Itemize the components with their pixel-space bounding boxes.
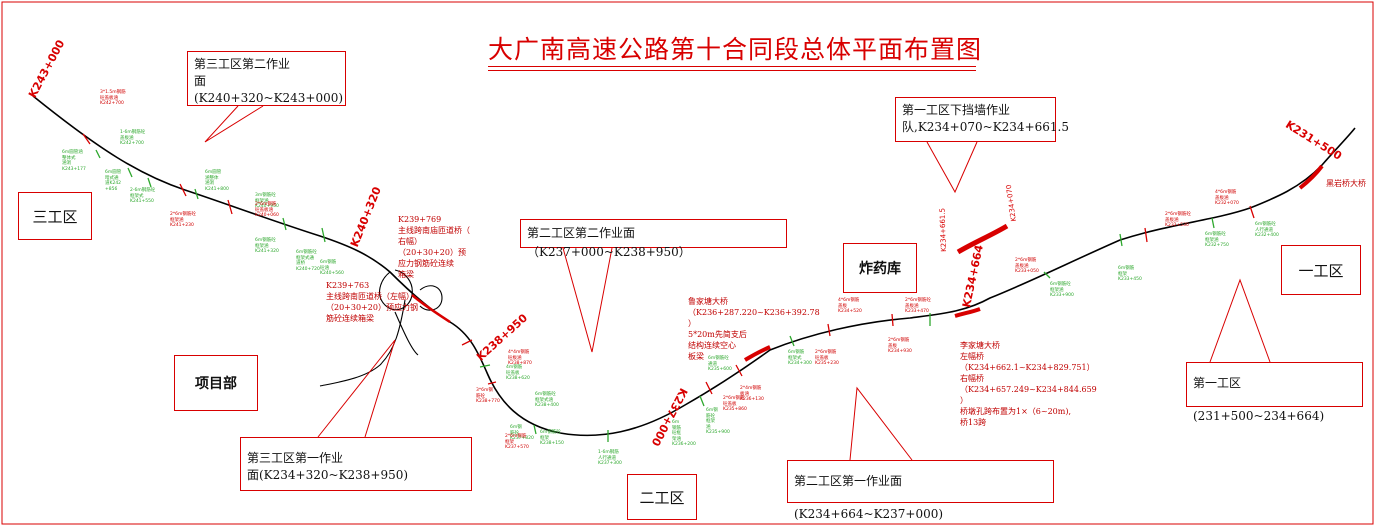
annotation-bridge-heiyan: 黑岩桥大桥 (1326, 179, 1366, 188)
callout-zone2-face1: 第二工区第一作业面(K234+664~K237+000) (787, 460, 1054, 521)
zone1-box: 一工区 (1281, 245, 1361, 295)
annotation-bridge-k239-763: K239+763 主线跨南匝道桥（左幅） （20+30+20）预应力钢 筋砼连续… (326, 281, 418, 323)
annotation-bridge-lijia: 李家塘大桥 左幅桥 （K234+662.1~K234+829.751） 右幅桥 … (960, 341, 1097, 427)
bridge-k239-segment (411, 294, 451, 324)
structure-label: 2*6m钢筋 盖板 K234+930 (888, 338, 912, 354)
ramp-loop (379, 269, 413, 311)
structure-label: 6m钢 筋砼 框架 涵 K235+900 (706, 408, 730, 435)
structure-label: 6m圆管涵 整体式 涵洞 K243+177 (62, 150, 86, 172)
structure-label: 6m钢筋砼 框架式通 道桥 K240+720 (296, 250, 320, 272)
structure-label: 2*4m钢筋 板涵 K236+130 (740, 386, 764, 402)
structure-label: 6m钢筋砼 框架涵 K232+750 (1205, 232, 1229, 248)
annotation-bridge-lujia: 鲁家塘大桥 （K236+287.220~K236+392.78 ） 5*20m先… (688, 297, 820, 361)
pointer-zone1-wall (926, 141, 978, 194)
callout-zone3-face2: 第三工区第二作业 面(K240+320~K243+000) (187, 51, 346, 106)
structure-label: 6m钢筋 框架式 K234+300 (788, 350, 812, 366)
bridge-heiyan-segment (1298, 164, 1324, 190)
structure-label: 6m钢筋砼 框架 K238+150 (540, 430, 564, 446)
pointer-zone2-face2 (562, 247, 613, 353)
structure-label: 3m钢筋砼 框架涵 K240+950 (255, 193, 279, 209)
structure-label: 6m钢筋砼 框架涵 K233+900 (1050, 282, 1074, 298)
green-ticks (95, 149, 1215, 442)
explosives-box: 炸药库 (843, 243, 917, 293)
stake-k234-661: K234+661.5 (938, 207, 948, 252)
structure-label: 2*6m钢筋 砼盖板 K235+860 (723, 396, 747, 412)
structure-label: 4*4m钢筋 砼板涵 K238+870 (508, 350, 532, 366)
main-road-line (32, 95, 1356, 437)
callout-zone2-face2: 第二工区第二作业面（K237+000~K238+950） (520, 219, 787, 259)
structure-label: 6m钢筋 砼涵 K240+560 (320, 260, 344, 276)
structure-label: 3*1.5m钢筋 砼盖板涵 K242+700 (100, 90, 126, 106)
structure-label: 2*6m钢筋砼 盖板涵 K233+470 (905, 298, 931, 314)
structure-label: 2*6m钢筋 框架 K237+570 (505, 434, 529, 450)
structure-label: 2-6m钢筋砼 框架式 K241+550 (130, 188, 156, 204)
structure-label: 4m钢筋 砼盖板 K238+620 (506, 365, 530, 381)
bridge-lujia-segment (743, 345, 771, 362)
structure-label: 6m钢筋砼 框架式涵 K238+400 (535, 392, 559, 408)
structure-label: 6m钢筋砼 框架涵 K241+320 (255, 238, 279, 254)
zone2-box: 二工区 (627, 474, 697, 520)
annotation-bridge-k239-769: K239+769 主线跨南庙匝道桥（ 右幅） （20+30+20）预 应力钢筋砼… (398, 215, 470, 279)
structure-label: 2*6m钢筋 砼盖板 K235+230 (815, 350, 839, 366)
structure-label: 3*6m钢 筋砼 K238+770 (476, 388, 500, 404)
ramp-loop-2 (419, 285, 443, 311)
callout-zone1-wall: 第一工区下挡墙作业 队,K234+070~K234+661.5 (895, 97, 1069, 142)
title-underline-2 (488, 70, 976, 71)
structure-label: 6m圆管 涵整体 涵洞 K241+800 (205, 170, 229, 192)
structure-label: 4*6m钢筋 盖板涵 K232+070 (1215, 190, 1239, 206)
diagram-title: 大广南高速公路第十合同段总体平面布置图 (488, 35, 983, 64)
structure-label: 1-6m钢筋 人行通道 K237+300 (598, 450, 622, 466)
callout-zone3-face1: 第三工区第一作业 面(K234+320~K238+950) (240, 437, 472, 491)
structure-label: 6m钢 筋砼 K237+820 (510, 425, 534, 441)
bridge-lijia-segment (954, 307, 981, 318)
pointer-zone2-face1 (849, 386, 913, 461)
project-dept-box: 项目部 (174, 355, 258, 411)
retaining-wall-segment (956, 223, 1009, 255)
structure-label: 6m 钢筋 砼框 架涵 K236+200 (672, 420, 696, 447)
pointer-zone3-face2 (204, 105, 264, 143)
structure-label: 2*6m钢筋 砼盖板涵 K240+060 (255, 202, 279, 218)
structure-label: 2*6m钢筋砼 框架涵 K241+230 (170, 212, 196, 228)
structure-label: 1-6m钢筋砼 盖板涵 K242+700 (120, 130, 146, 146)
structure-label: 4*6m钢筋 盖板 K234+520 (838, 298, 862, 314)
pointer-zone1-face (1209, 278, 1271, 363)
callout-zone1-face: 第一工区(231+500~234+664) (1186, 362, 1363, 423)
structure-label: 6m钢筋 框架 K233+450 (1118, 266, 1142, 282)
structure-label: 6m钢筋砼 人行通道 K232+400 (1255, 222, 1279, 238)
title-underline (488, 66, 976, 67)
structure-label: 2*6m钢筋 盖板涵 K233+050 (1015, 258, 1039, 274)
structure-label: 6m钢筋砼 通道 K235+600 (708, 356, 732, 372)
red-ticks (82, 133, 1255, 395)
zone3-box: 三工区 (18, 192, 92, 240)
pointer-zone3-face1 (317, 339, 396, 438)
ramp-branch-2 (394, 311, 419, 356)
structure-label: 6m圆管 暗式通 道K242 +856 (105, 170, 122, 192)
structure-label: 2*6m钢筋砼 盖板涵 K232+530 (1165, 212, 1191, 228)
